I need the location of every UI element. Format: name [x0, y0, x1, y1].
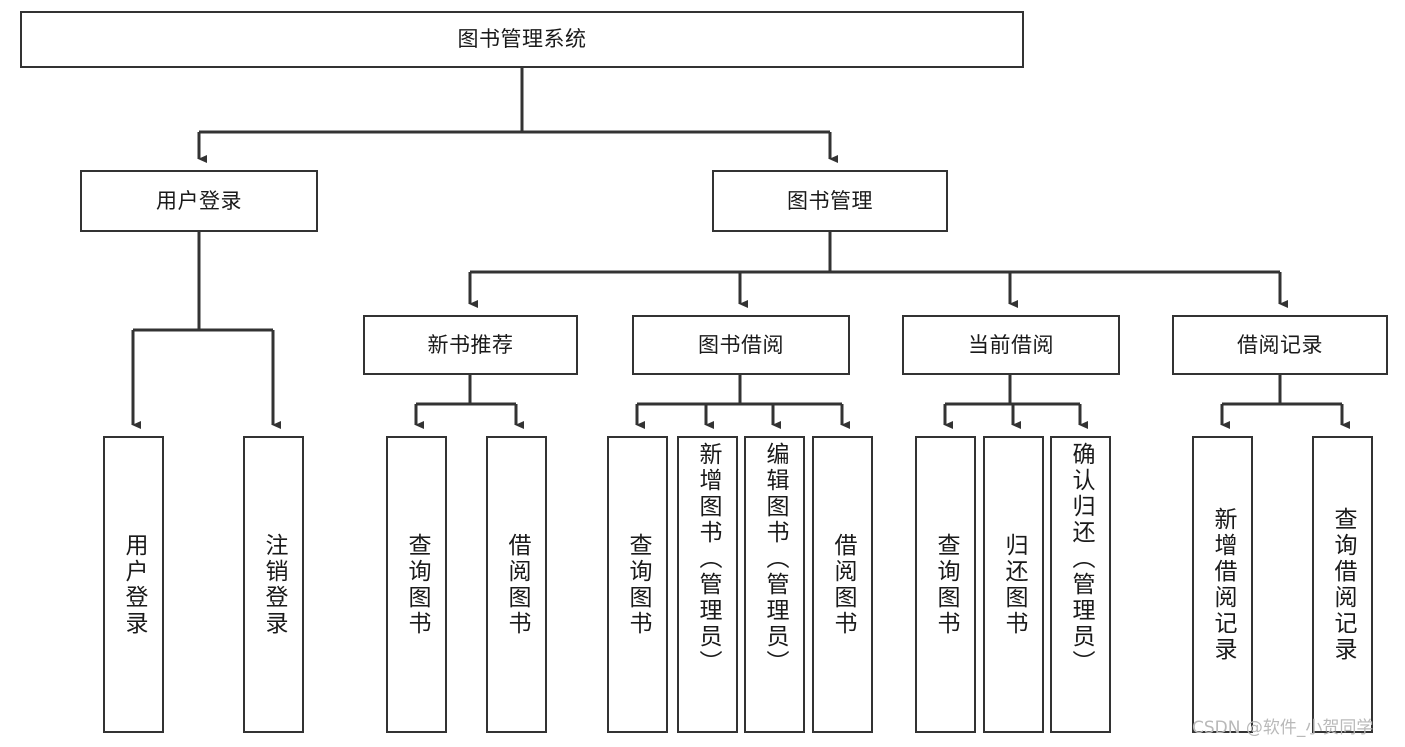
node-user-login-label: 用户登录	[156, 188, 242, 213]
node-borrow-record-label: 借阅记录	[1237, 332, 1323, 357]
node-leaf-label: 新增借阅记录	[1210, 506, 1236, 663]
node-new-book-recommend-label: 新书推荐	[427, 332, 514, 357]
node-root-system[interactable]: 图书管理系统	[20, 11, 1024, 68]
node-leaf-current-borrow-query[interactable]: 查询图书	[915, 436, 976, 733]
node-leaf-book-borrow-add[interactable]: 新增图书（管理员）	[677, 436, 738, 733]
node-leaf-label: 查询借阅记录	[1330, 506, 1356, 663]
node-book-borrow-label: 图书借阅	[698, 332, 784, 357]
node-leaf-user-login-login[interactable]: 用户登录	[103, 436, 164, 733]
node-leaf-new-book-query[interactable]: 查询图书	[386, 436, 447, 733]
node-leaf-borrow-record-query[interactable]: 查询借阅记录	[1312, 436, 1373, 733]
node-leaf-label: 注销登录	[261, 532, 287, 637]
node-borrow-record[interactable]: 借阅记录	[1172, 315, 1388, 375]
node-leaf-label: 归还图书	[1001, 532, 1027, 637]
node-leaf-label: 用户登录	[121, 532, 147, 637]
node-leaf-book-borrow-borrow[interactable]: 借阅图书	[812, 436, 873, 733]
node-leaf-current-borrow-confirm[interactable]: 确认归还（管理员）	[1050, 436, 1111, 733]
node-leaf-label: 借阅图书	[830, 532, 856, 637]
node-book-management-label: 图书管理	[787, 188, 873, 213]
node-leaf-new-book-borrow[interactable]: 借阅图书	[486, 436, 547, 733]
node-leaf-user-login-logout[interactable]: 注销登录	[243, 436, 304, 733]
node-leaf-book-borrow-edit[interactable]: 编辑图书（管理员）	[744, 436, 805, 733]
node-book-borrow[interactable]: 图书借阅	[632, 315, 850, 375]
node-leaf-label: 查询图书	[625, 532, 651, 637]
node-book-management[interactable]: 图书管理	[712, 170, 948, 232]
node-leaf-label: 新增图书（管理员）	[695, 442, 721, 676]
node-current-borrow[interactable]: 当前借阅	[902, 315, 1120, 375]
node-current-borrow-label: 当前借阅	[968, 332, 1054, 357]
node-leaf-label: 查询图书	[404, 532, 430, 637]
node-leaf-current-borrow-return[interactable]: 归还图书	[983, 436, 1044, 733]
node-leaf-label: 确认归还（管理员）	[1068, 442, 1094, 676]
node-new-book-recommend[interactable]: 新书推荐	[363, 315, 578, 375]
node-user-login[interactable]: 用户登录	[80, 170, 318, 232]
node-leaf-label: 查询图书	[933, 532, 959, 637]
node-leaf-label: 借阅图书	[504, 532, 530, 637]
node-leaf-borrow-record-add[interactable]: 新增借阅记录	[1192, 436, 1253, 733]
node-root-label: 图书管理系统	[457, 27, 587, 52]
node-leaf-label: 编辑图书（管理员）	[762, 442, 788, 676]
node-leaf-book-borrow-query[interactable]: 查询图书	[607, 436, 668, 733]
